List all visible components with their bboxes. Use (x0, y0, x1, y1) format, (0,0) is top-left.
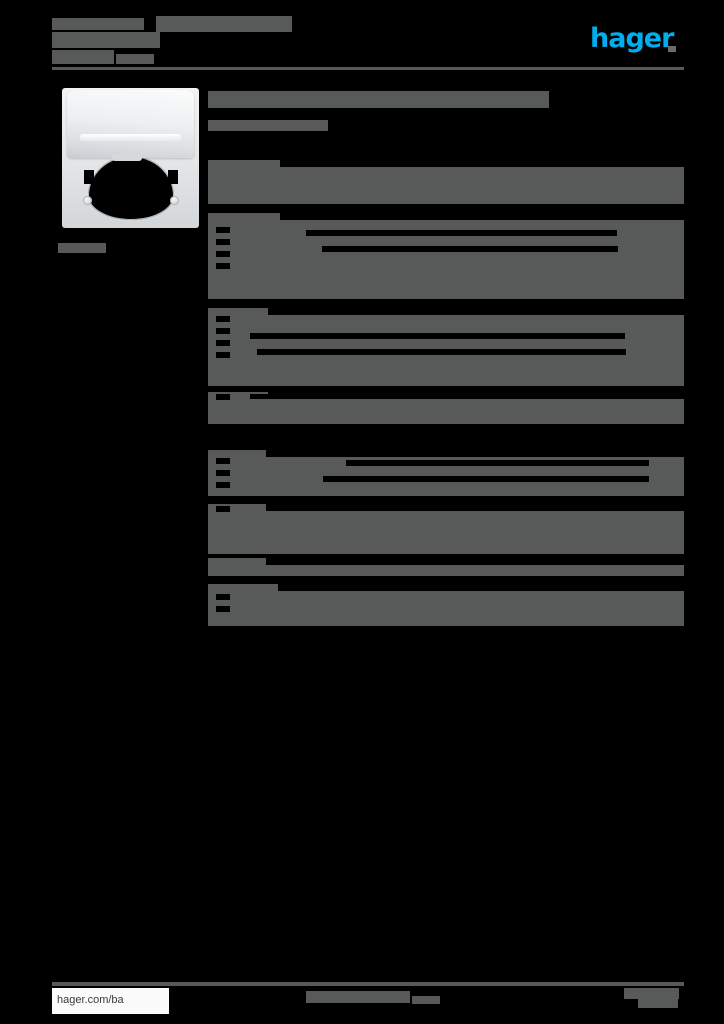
spec-section (208, 584, 684, 626)
footer-page-number (624, 988, 679, 999)
header-title-line-1 (52, 18, 144, 30)
footer-url-link[interactable]: hager.com/ba (57, 994, 124, 1006)
spec-row-marker (216, 263, 230, 269)
socket-aperture (88, 156, 174, 220)
spec-section-label (280, 213, 684, 220)
spec-row-marker (216, 458, 230, 464)
trademark-mark (668, 46, 676, 52)
footer-url-box[interactable]: hager.com/ba (52, 988, 169, 1014)
header-title-line-3 (52, 32, 160, 48)
header-title-line-4 (52, 50, 114, 64)
spec-row-leader (257, 349, 626, 355)
page-title (208, 91, 549, 108)
spec-row-leader (323, 476, 649, 482)
spec-row-marker (216, 506, 230, 512)
content-column (208, 88, 684, 131)
footer-page-number-secondary (638, 999, 678, 1008)
screw-right-icon (170, 196, 179, 205)
spec-row-marker (216, 594, 230, 600)
spec-row-leader (306, 230, 617, 236)
header-title-line-5 (116, 54, 154, 64)
spec-section-label (266, 504, 684, 511)
spec-row-leader (322, 246, 618, 252)
spec-section-label (266, 558, 684, 565)
spec-section (208, 392, 684, 424)
spec-row-leader (346, 460, 649, 466)
hager-logo: hager (590, 23, 674, 54)
header-divider (52, 67, 684, 70)
spec-section (208, 504, 684, 554)
lid-tab (112, 154, 142, 161)
spec-row-marker (216, 394, 230, 400)
footer-center-text-secondary (412, 996, 440, 1004)
spec-row-leader (250, 333, 625, 339)
spec-row-marker (216, 328, 230, 334)
spec-row-marker (216, 239, 230, 245)
socket-plate-body (62, 88, 199, 228)
spec-row-marker (216, 606, 230, 612)
spec-row-marker (216, 316, 230, 322)
footer-center-text (306, 991, 410, 1003)
spec-row-marker (216, 227, 230, 233)
spec-row-marker (216, 251, 230, 257)
product-image (62, 88, 199, 228)
page-header (52, 16, 684, 68)
spec-section (208, 308, 684, 386)
spec-row-marker (216, 340, 230, 346)
spec-section (208, 213, 684, 299)
spec-section (208, 450, 684, 496)
spec-row-leader (250, 394, 680, 399)
lid-groove (80, 134, 181, 141)
spec-section-label (280, 160, 684, 167)
spec-section (208, 160, 684, 204)
footer-divider (52, 982, 684, 986)
hinged-lid (67, 90, 194, 158)
spec-row-marker (216, 470, 230, 476)
spec-section (208, 558, 684, 576)
screw-left-icon (83, 196, 92, 205)
header-title-line-2 (156, 16, 292, 32)
spec-section-label (268, 308, 684, 315)
product-reference-label (58, 243, 106, 253)
spec-row-marker (216, 482, 230, 488)
page-subtitle (208, 120, 328, 131)
spec-section-label (278, 584, 684, 591)
aperture-notch-right (168, 170, 178, 184)
spec-row-marker (216, 352, 230, 358)
aperture-notch-left (84, 170, 94, 184)
spec-section-label (266, 450, 684, 457)
